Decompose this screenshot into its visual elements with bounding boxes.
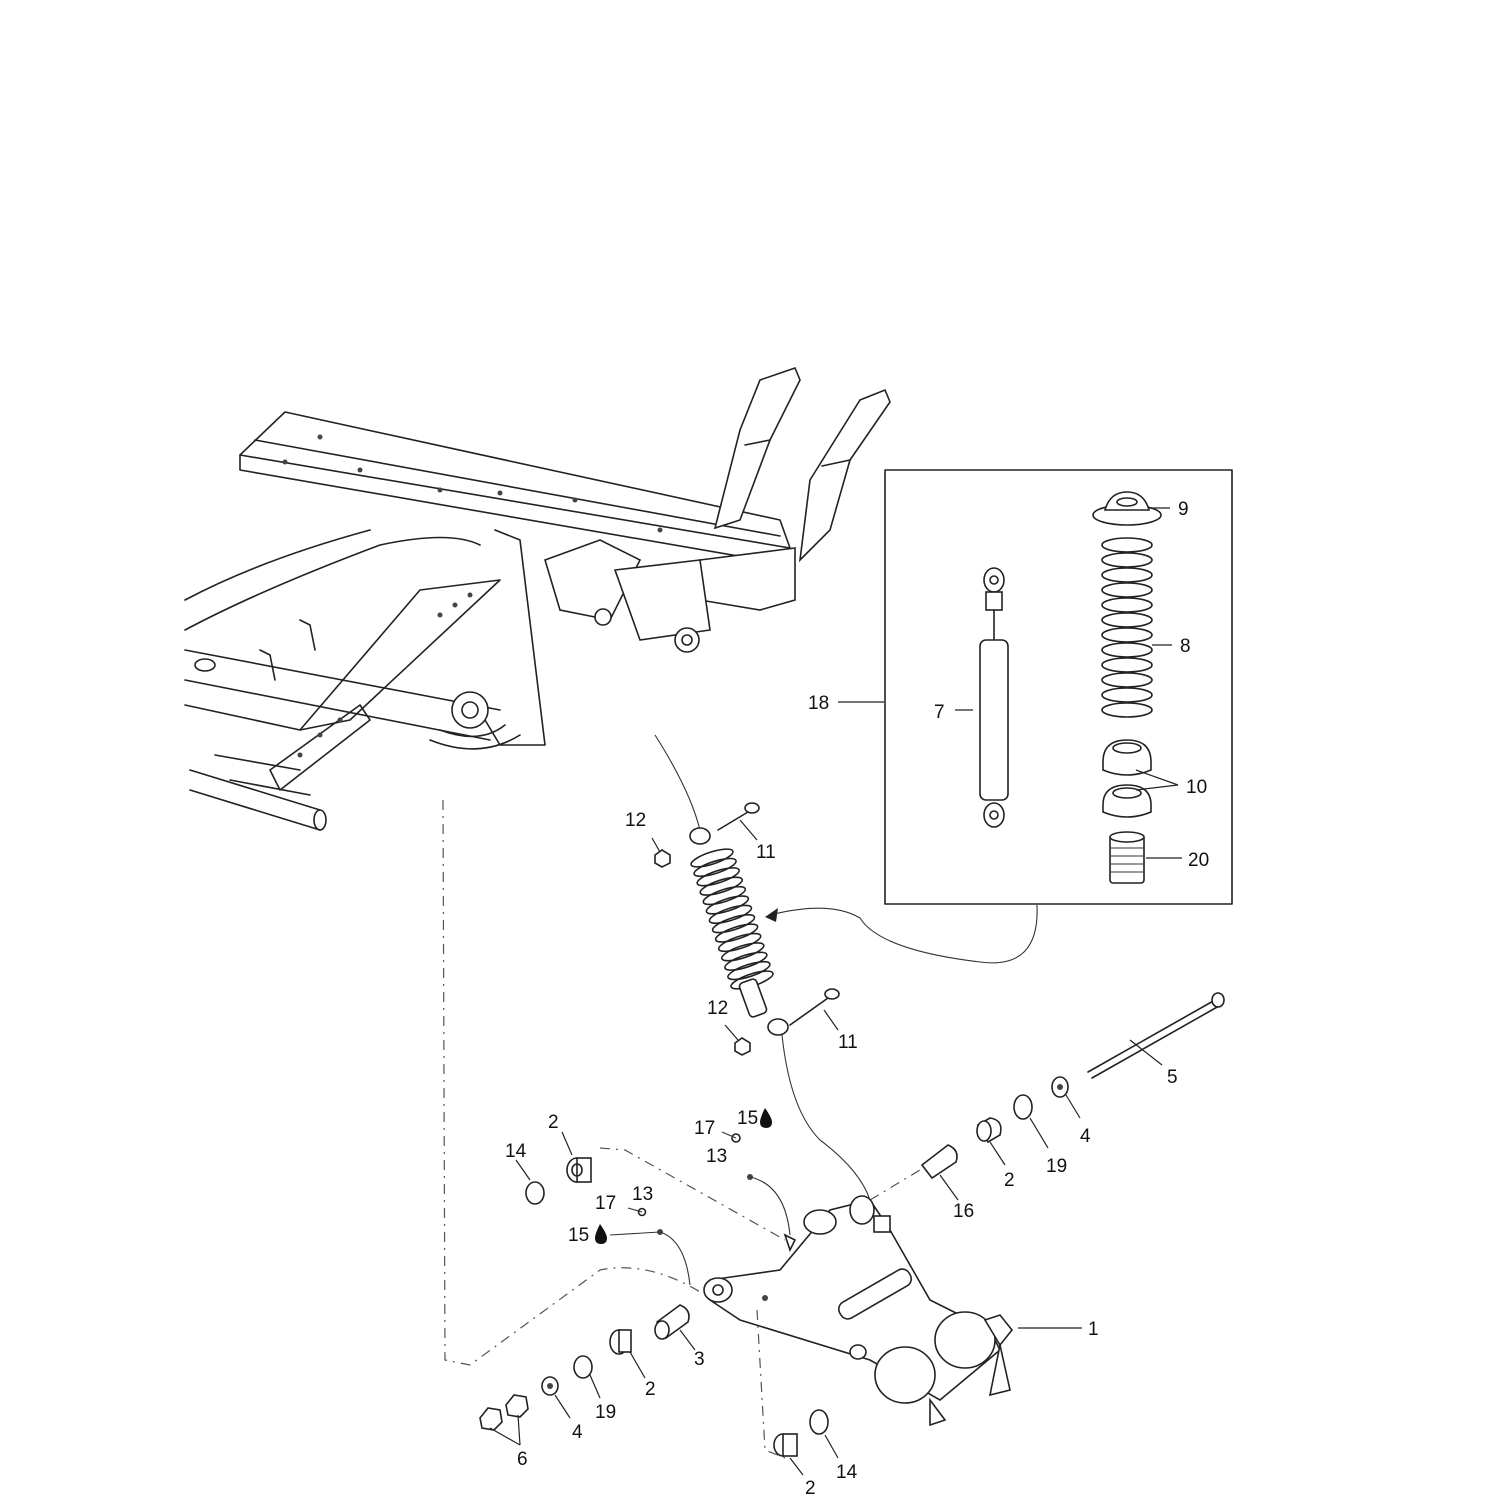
spring-coil (1101, 537, 1153, 553)
spring-coil (717, 932, 762, 953)
spring-cap (1092, 491, 1162, 526)
callout-7: 7 (934, 702, 945, 723)
callout-12-lower: 12 (707, 998, 728, 1019)
callout-9: 9 (1178, 499, 1189, 520)
spring-coil (1101, 597, 1153, 613)
left-hardware (442, 799, 829, 1461)
spring-coil (1101, 687, 1153, 703)
callout-1: 1 (1088, 1319, 1099, 1340)
callout-17-lower: 17 (595, 1193, 616, 1214)
callout-13-lower: 13 (632, 1184, 653, 1205)
spring-coil (699, 876, 744, 896)
shock-assembly-inset (884, 469, 1233, 905)
swing-arm (703, 1195, 1014, 1427)
callout-12-upper: 12 (625, 810, 646, 831)
spring-coil (690, 848, 734, 868)
coil-spring (1101, 537, 1153, 718)
grease-drop-icon (595, 1224, 607, 1244)
spring-coil (724, 951, 768, 971)
callout-13-upper: 13 (706, 1146, 727, 1167)
spring-coil (1101, 567, 1153, 583)
spring-coil (705, 895, 750, 915)
spring-coil (1101, 642, 1153, 658)
callout-17-upper: 17 (694, 1118, 715, 1139)
leader-lines (489, 507, 1182, 1476)
callout-5: 5 (1167, 1067, 1178, 1088)
vehicle-frame (184, 367, 891, 831)
adjuster-collars (1102, 739, 1152, 818)
spring-coil (1101, 552, 1153, 568)
grease-drop-icon (760, 1108, 772, 1128)
pivot-shaft (869, 992, 1225, 1201)
callout-19-lower-left: 19 (595, 1402, 616, 1423)
callout-14-top-left: 14 (505, 1141, 527, 1162)
shock-body (979, 567, 1009, 828)
inset-pointer-line (769, 904, 1038, 964)
callout-11-upper: 11 (756, 842, 776, 863)
spring-coil (720, 942, 765, 962)
callout-18: 18 (808, 693, 829, 714)
callout-3: 3 (694, 1349, 705, 1370)
callout-2-bottom: 2 (805, 1478, 816, 1499)
callout-11-lower: 11 (838, 1032, 858, 1053)
threaded-sleeve (1109, 831, 1145, 884)
callout-19-right: 19 (1046, 1156, 1067, 1177)
callout-14-bottom: 14 (836, 1462, 858, 1483)
callout-20: 20 (1188, 850, 1209, 871)
spring-coil (696, 867, 740, 887)
spring-coil (1101, 672, 1153, 688)
callout-4-lower-left: 4 (572, 1422, 583, 1443)
spring-coil (727, 960, 771, 981)
pointer-arrowhead (765, 908, 778, 922)
callout-10: 10 (1186, 777, 1207, 798)
spring-coil (1101, 582, 1153, 598)
spring-coil (1101, 657, 1153, 673)
spring-coil (1101, 702, 1153, 718)
callout-16: 16 (953, 1201, 974, 1222)
callout-15-upper: 15 (737, 1108, 758, 1129)
callout-2-right: 2 (1004, 1170, 1015, 1191)
callout-15-lower: 15 (568, 1225, 589, 1246)
spring-coil (711, 914, 756, 934)
callout-6: 6 (517, 1449, 528, 1470)
callout-2-top-left: 2 (548, 1112, 559, 1133)
callout-labels: 9 8 18 7 10 20 12 11 12 11 5 4 19 2 16 1… (505, 499, 1209, 1499)
spring-coil (1101, 612, 1153, 628)
callout-2-lower-left: 2 (645, 1379, 656, 1400)
spring-coil (1101, 627, 1153, 643)
callout-8: 8 (1180, 636, 1191, 657)
spring-coil (714, 923, 759, 943)
spring-coil (708, 904, 753, 924)
callout-4-right: 4 (1080, 1126, 1091, 1147)
spring-coil (702, 885, 747, 906)
mounted-shock (654, 802, 840, 1056)
spring-coil (693, 857, 737, 878)
